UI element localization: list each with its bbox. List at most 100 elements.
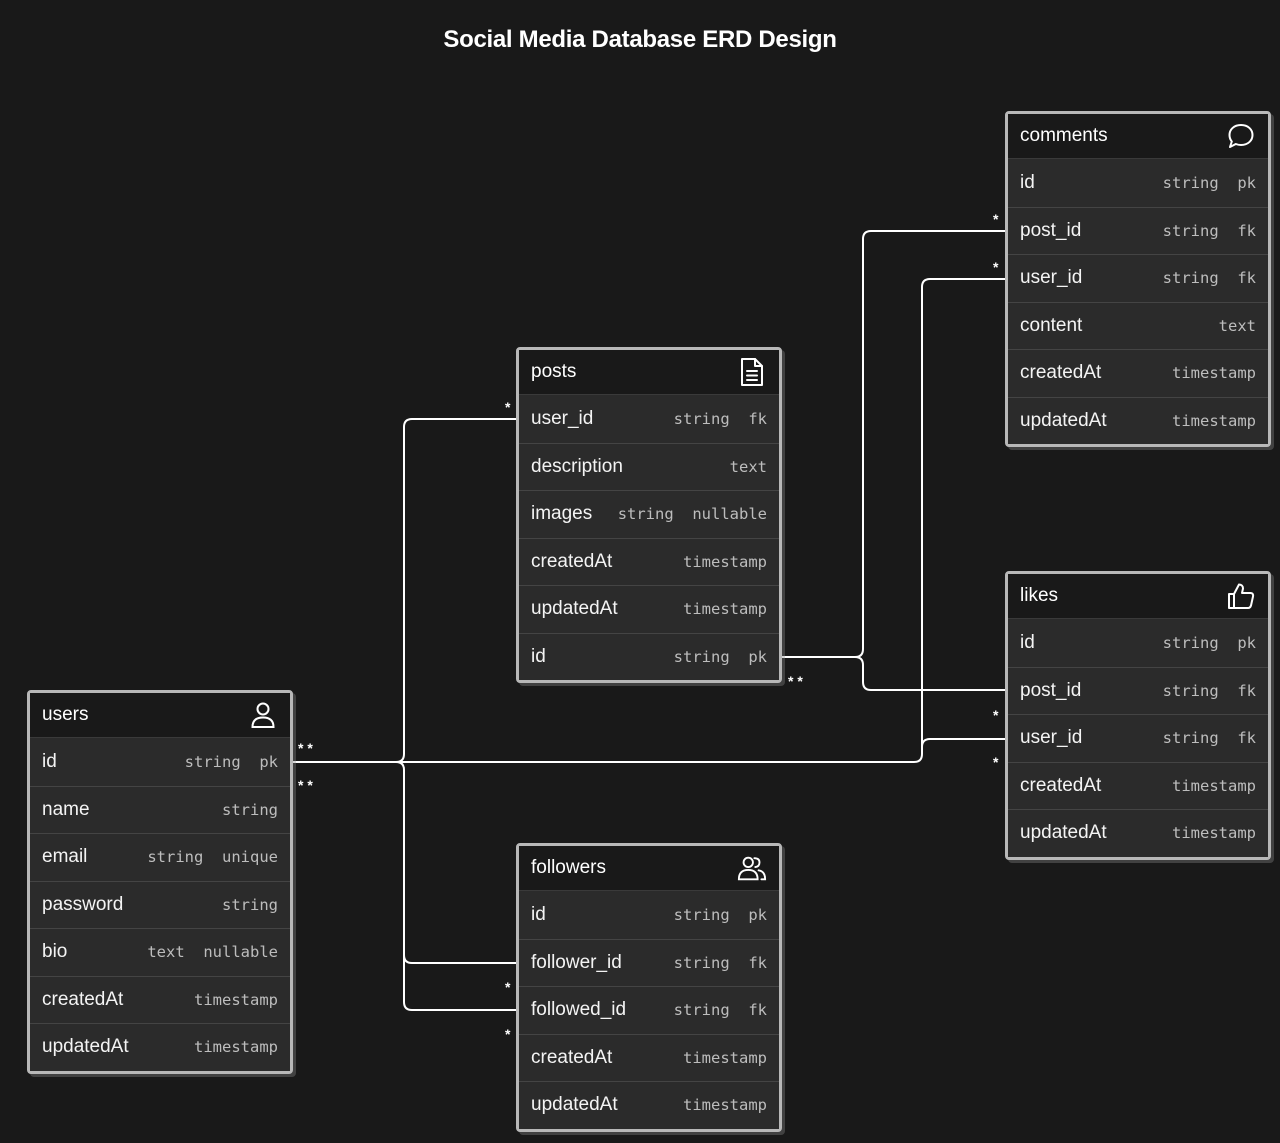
cardinality-mark: * xyxy=(993,259,999,275)
entity-header: likes xyxy=(1008,574,1268,619)
thumbs-up-icon xyxy=(1226,581,1256,611)
entity-name: followers xyxy=(531,857,606,878)
chat-bubble-icon xyxy=(1226,121,1256,151)
entity-name: comments xyxy=(1020,125,1108,146)
field-row-id[interactable]: id string pk xyxy=(519,632,779,680)
field-row-createdat[interactable]: createdAt timestamp xyxy=(1008,349,1268,397)
field-type: string xyxy=(222,800,278,819)
diagram-title: Social Media Database ERD Design xyxy=(443,26,837,53)
field-type: string fk xyxy=(1162,681,1256,700)
field-name: updatedAt xyxy=(531,1094,618,1116)
field-row-updatedat[interactable]: updatedAt timestamp xyxy=(519,1081,779,1129)
field-name: images xyxy=(531,503,593,525)
field-type: text nullable xyxy=(147,943,278,962)
connector-users-likes xyxy=(396,738,1009,763)
field-name: name xyxy=(42,798,90,820)
field-row-user-id[interactable]: user_id string fk xyxy=(519,395,779,443)
cardinality-mark: * xyxy=(505,1026,511,1042)
field-type: string fk xyxy=(673,1001,767,1020)
entity-name: likes xyxy=(1020,585,1059,606)
field-name: createdAt xyxy=(531,1046,613,1068)
field-type: timestamp xyxy=(1172,824,1256,843)
entity-name: users xyxy=(42,704,89,725)
field-type: timestamp xyxy=(683,552,767,571)
field-row-createdat[interactable]: createdAt timestamp xyxy=(519,537,779,585)
entity-posts[interactable]: posts user_id string fk description text ima… xyxy=(516,347,782,683)
field-row-email[interactable]: email string unique xyxy=(30,833,290,881)
field-name: updatedAt xyxy=(1020,409,1107,431)
field-name: user_id xyxy=(531,407,594,429)
connector-users-posts xyxy=(395,418,520,763)
field-row-id[interactable]: id string pk xyxy=(1008,159,1268,207)
entity-name: posts xyxy=(531,361,577,382)
field-name: id xyxy=(531,903,546,925)
field-type: timestamp xyxy=(683,1096,767,1115)
cardinality-mark: * * xyxy=(788,673,803,689)
field-row-followed-id[interactable]: followed_id string fk xyxy=(519,986,779,1034)
field-name: createdAt xyxy=(1020,362,1102,384)
field-row-createdat[interactable]: createdAt timestamp xyxy=(519,1033,779,1081)
field-type: string pk xyxy=(673,905,767,924)
field-name: createdAt xyxy=(1020,774,1102,796)
field-name: post_id xyxy=(1020,219,1082,241)
field-type: timestamp xyxy=(683,600,767,619)
cardinality-mark: * xyxy=(993,707,999,723)
cardinality-mark: * xyxy=(993,211,999,227)
field-row-description[interactable]: description text xyxy=(519,442,779,490)
user-icon xyxy=(248,700,278,730)
field-name: follower_id xyxy=(531,951,622,973)
field-name: email xyxy=(42,846,88,868)
entity-header: posts xyxy=(519,350,779,395)
field-name: description xyxy=(531,455,623,477)
field-name: id xyxy=(1020,631,1035,653)
field-type: timestamp xyxy=(1172,364,1256,383)
field-row-id[interactable]: id string pk xyxy=(519,891,779,939)
entity-header: users xyxy=(30,693,290,738)
field-type: string unique xyxy=(147,848,278,867)
field-type: string pk xyxy=(1162,633,1256,652)
field-type: string fk xyxy=(1162,729,1256,748)
field-row-id[interactable]: id string pk xyxy=(1008,619,1268,667)
field-type: string xyxy=(222,895,278,914)
cardinality-mark: * * xyxy=(298,777,313,793)
field-row-updatedat[interactable]: updatedAt timestamp xyxy=(1008,396,1268,444)
field-type: string fk xyxy=(673,409,767,428)
field-type: string fk xyxy=(1162,269,1256,288)
connector-posts-likes xyxy=(854,656,1009,691)
field-name: id xyxy=(531,645,546,667)
field-type: text xyxy=(729,457,767,476)
connector-users-followed xyxy=(403,955,520,1011)
field-row-name[interactable]: name string xyxy=(30,785,290,833)
field-name: id xyxy=(1020,171,1035,193)
users-icon xyxy=(737,853,767,883)
field-type: string pk xyxy=(1162,173,1256,192)
field-name: followed_id xyxy=(531,999,627,1021)
field-type: timestamp xyxy=(1172,411,1256,430)
field-type: string pk xyxy=(673,647,767,666)
field-name: content xyxy=(1020,314,1083,336)
field-type: timestamp xyxy=(683,1048,767,1067)
field-name: createdAt xyxy=(531,550,613,572)
cardinality-mark: * xyxy=(505,399,511,415)
connector-users-follower xyxy=(395,761,520,964)
field-name: updatedAt xyxy=(42,1036,129,1058)
